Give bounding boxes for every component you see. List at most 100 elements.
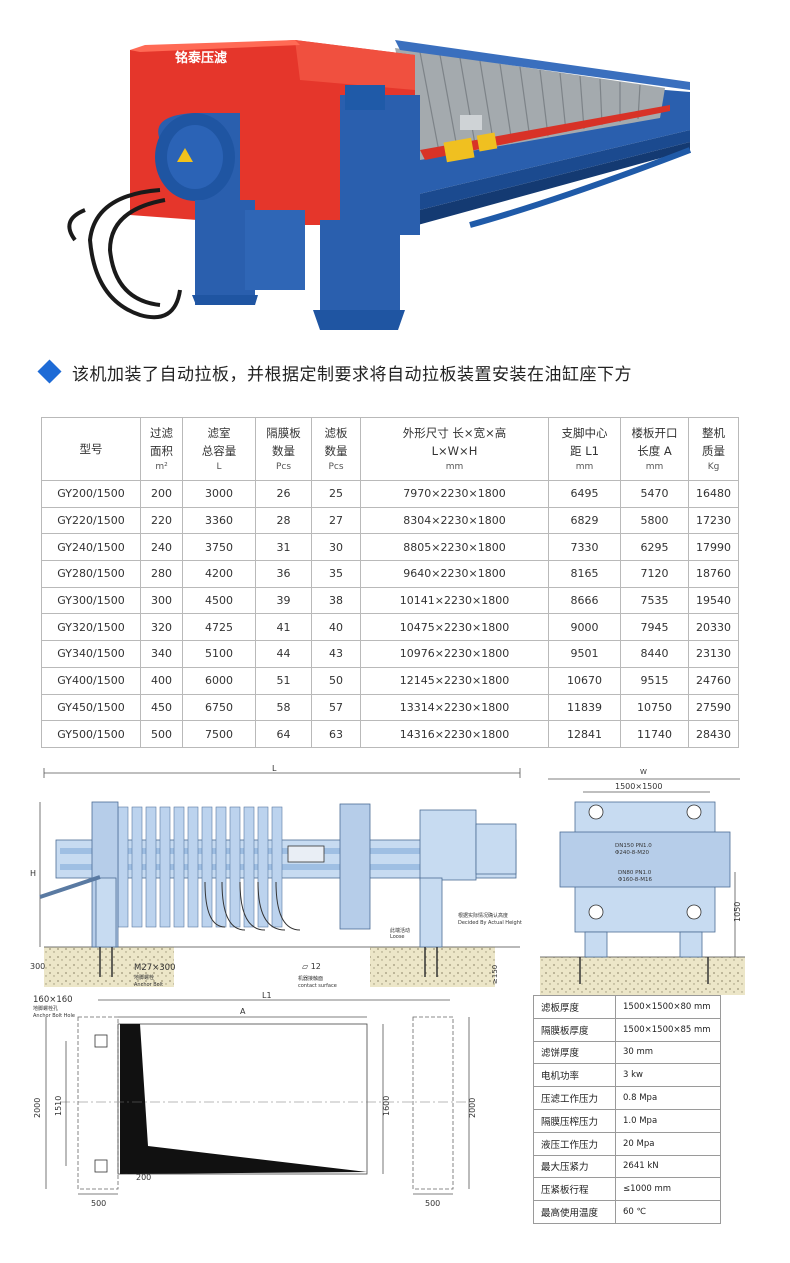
table-cell: 4500 [182,586,256,615]
table-cell: 3000 [182,480,256,508]
front-elevation: L H [30,764,522,989]
spec-header-label: 型号 [79,442,103,456]
table-cell: 20330 [688,613,739,642]
param-value: 1.0 Mpa [615,1108,721,1133]
height-cn: 根据实际情况确认高度 [458,912,508,919]
table-cell: 7970×2230×1800 [360,480,549,508]
table-cell: 13314×2230×1800 [360,693,549,722]
spec-header-unit: m² [155,462,168,472]
spec-header-1: 过滤 面积 m² [140,417,183,481]
contact-en: contact surface [298,983,337,989]
machine-photo: 铭泰压滤 [0,0,790,345]
technical-drawings: L H [0,762,790,1263]
table-cell: GY240/1500 [41,533,141,562]
table-cell: 51 [255,666,312,695]
table-cell: 14316×2230×1800 [360,720,549,748]
table-cell: GY450/1500 [41,693,141,722]
dn150-spec: DN150 PN1.0 [615,843,652,849]
table-cell: 36 [255,560,312,588]
spec-header-label: 过滤 面积 [150,426,173,458]
table-cell: 10750 [620,693,689,722]
dim-300: 300 [30,962,45,971]
height-en: Decided By Actual Height [458,920,522,926]
spec-header-label: 隔膜板 数量 [266,426,301,458]
table-cell: 10475×2230×1800 [360,613,549,642]
side-size: 1500×1500 [615,782,662,791]
table-cell: 12841 [548,720,621,748]
dim-W: W [640,768,647,776]
table-cell: 58 [255,693,312,722]
table-cell: 64 [255,720,312,748]
spec-header-unit: mm [445,462,464,472]
caption-text: 该机加装了自动拉板，并根据定制要求将自动拉板装置安装在油缸座下方 [72,364,632,385]
param-label: 电机功率 [533,1063,616,1088]
table-cell: 17990 [688,533,739,562]
table-cell: 240 [140,533,183,562]
table-cell: 3750 [182,533,256,562]
spec-header-unit: Pcs [275,462,292,472]
table-cell: 28430 [688,720,739,748]
table-cell: GY200/1500 [41,480,141,508]
table-cell: 39 [255,586,312,615]
param-label: 最高使用温度 [533,1200,616,1224]
param-value: 30 mm [615,1040,721,1065]
param-label: 隔膜板厚度 [533,1017,616,1042]
table-cell: 7535 [620,586,689,615]
table-cell: 7945 [620,613,689,642]
table-cell: 11740 [620,720,689,748]
table-cell: 9501 [548,640,621,668]
table-cell: 9640×2230×1800 [360,560,549,588]
dim-2000-right: 2000 [468,1098,477,1118]
table-cell: GY320/1500 [41,613,141,642]
dim-H: H [30,869,36,878]
dim-A: A [240,1007,246,1016]
dim-L1: L1 [262,991,272,1000]
table-cell: 8666 [548,586,621,615]
table-cell: 8440 [620,640,689,668]
table-cell: 6495 [548,480,621,508]
param-label: 压滤工作压力 [533,1086,616,1110]
table-cell: GY280/1500 [41,560,141,588]
table-cell: GY340/1500 [41,640,141,668]
table-cell: 19540 [688,586,739,615]
table-cell: 27590 [688,693,739,722]
table-cell: 50 [311,666,361,695]
spec-header-unit: Kg [707,462,720,472]
table-cell: 5100 [182,640,256,668]
table-cell: 6750 [182,693,256,722]
table-cell: 7500 [182,720,256,748]
side-elevation: W 1500×1500 DN150 PN1.0 Φ240-8-M20 DN80 … [540,768,745,995]
table-cell: 31 [255,533,312,562]
dn80-spec: DN80 PN1.0 [618,870,652,876]
table-cell: 10976×2230×1800 [360,640,549,668]
dim-1600: 1600 [382,1096,391,1116]
param-label: 隔膜压榨压力 [533,1108,616,1133]
param-label: 滤饼厚度 [533,1040,616,1065]
spec-header-3: 隔膜板 数量 Pcs [255,417,312,481]
table-cell: 3360 [182,506,256,535]
table-cell: 11839 [548,693,621,722]
table-cell: 6000 [182,666,256,695]
table-cell: 9000 [548,613,621,642]
table-cell: 340 [140,640,183,668]
dim-L: L [272,764,277,773]
table-cell: 10670 [548,666,621,695]
param-value: 1500×1500×85 mm [615,1017,721,1042]
table-cell: 200 [140,480,183,508]
table-cell: 16480 [688,480,739,508]
table-cell: GY220/1500 [41,506,141,535]
param-value: 3 kw [615,1063,721,1088]
